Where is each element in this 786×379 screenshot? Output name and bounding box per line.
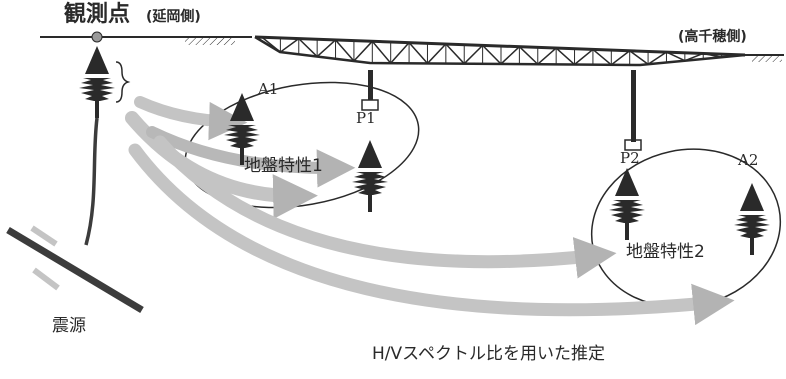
wave-arrow-icon <box>128 143 735 326</box>
truss-member <box>261 36 281 53</box>
seismic-tree-icon <box>77 44 117 120</box>
truss-member <box>629 50 649 65</box>
pier-p2-label: P2 <box>620 149 640 167</box>
truss-member <box>334 39 355 62</box>
truss-member <box>316 39 337 58</box>
truss-member <box>684 52 704 62</box>
truss-member <box>371 40 392 64</box>
seismic-tree-icon <box>732 181 772 257</box>
truss-member <box>279 38 300 53</box>
truss-member <box>500 46 520 65</box>
abutment-a1-label: A1 <box>258 80 279 98</box>
ground-char-1-label: 地盤特性1 <box>244 156 323 176</box>
truss-member <box>353 40 373 62</box>
ground-char-2-label: 地盤特性2 <box>626 242 705 262</box>
ground-left <box>40 36 252 45</box>
seismic-tree-icon <box>607 166 647 242</box>
truss-member <box>408 42 429 64</box>
truss-member <box>610 50 631 66</box>
truss-member <box>647 51 667 65</box>
truss-member <box>390 42 410 64</box>
source-label: 震源 <box>52 316 86 336</box>
estimation-caption: H/Vスペクトル比を用いた推定 <box>372 344 605 364</box>
truss-bridge-icon <box>254 35 746 151</box>
far-side-label: (高千穂側) <box>678 29 747 45</box>
wave-arrow-icon <box>134 96 248 141</box>
fault-icon <box>6 225 144 314</box>
truss-member <box>703 52 722 58</box>
truss-member <box>721 54 741 58</box>
wave-arrow-icon <box>153 135 617 279</box>
observation-point-label: 観測点 <box>64 2 131 27</box>
observation-side-label: (延岡側) <box>146 9 201 25</box>
ground-right <box>745 54 784 62</box>
pier-p1-label: P1 <box>356 109 376 127</box>
truss-member <box>537 47 557 65</box>
abutment-a2-label: A2 <box>738 151 759 169</box>
truss-member <box>555 47 576 66</box>
truss-member <box>463 44 484 65</box>
truss-member <box>298 38 318 58</box>
truss-member <box>445 43 465 65</box>
wave-arrow-icon <box>146 126 356 188</box>
truss-member <box>426 43 447 64</box>
observation-trace <box>84 117 99 246</box>
truss-member <box>574 48 594 66</box>
brace-icon <box>115 61 131 103</box>
wave-arrows <box>125 96 735 326</box>
seismic-tree-icon <box>350 138 390 214</box>
truss-member <box>666 51 686 62</box>
truss-member <box>482 44 502 65</box>
observation-point-marker <box>91 31 103 43</box>
truss-member <box>592 48 612 66</box>
truss-member <box>518 46 539 65</box>
